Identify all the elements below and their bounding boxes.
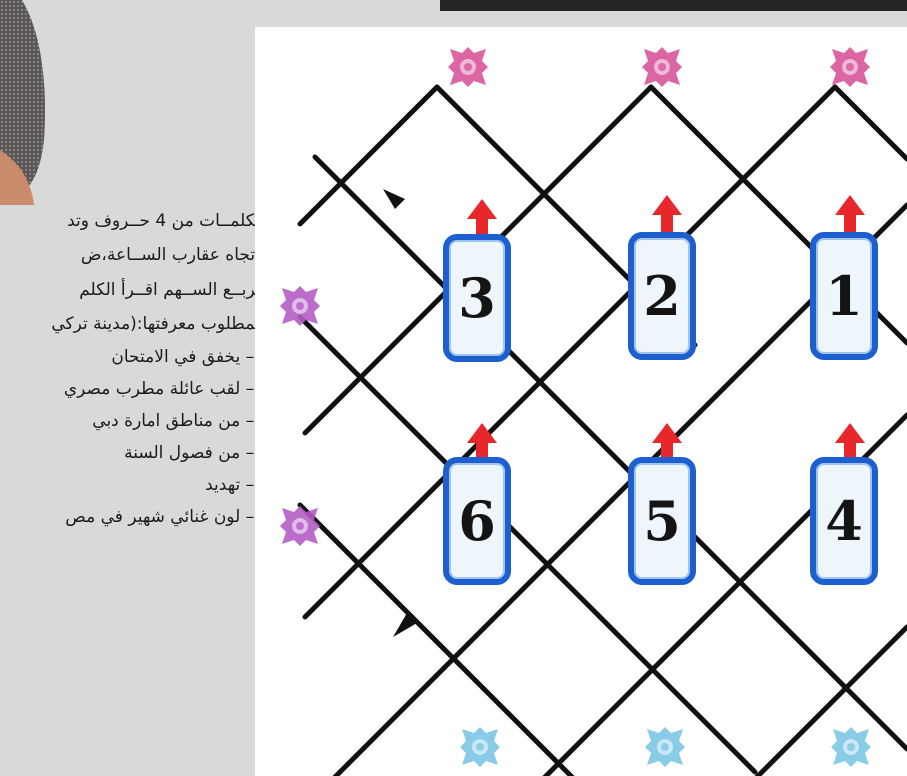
clue-item: 6– لون غنائي شهير في مص <box>65 502 265 532</box>
ornament-tile-icon <box>448 47 488 87</box>
number-box-6[interactable]: 6 <box>443 457 511 585</box>
ornament-tile-icon <box>645 727 685 767</box>
ornament-tile-icon <box>280 286 320 326</box>
puzzle-panel: 3 2 1 6 5 4 <box>255 27 907 776</box>
clue-item: 4– من فصول السنة <box>124 438 265 468</box>
ornament-tile-icon <box>831 727 871 767</box>
number-box-1[interactable]: 1 <box>810 232 878 360</box>
top-bar <box>440 0 907 11</box>
puzzle-grid <box>255 27 907 776</box>
number-box-4[interactable]: 4 <box>810 457 878 585</box>
clue-text-block: الكلمــات من 4 حــروف وتد باتجاه عقارب ا… <box>0 192 265 582</box>
ornament-tile-icon <box>460 727 500 767</box>
intro-line: باتجاه عقارب الســاعة،ض <box>81 240 265 270</box>
intro-line: المطلوب معرفتها:(مدينة تركي <box>51 309 265 339</box>
number-box-5[interactable]: 5 <box>628 457 696 585</box>
intro-line: مربــع الســهم اقــرأ الكلم <box>79 275 265 305</box>
clue-item: 2– لقب عائلة مطرب مصري <box>64 374 265 404</box>
number-box-2[interactable]: 2 <box>628 232 696 360</box>
arrow-up-icon <box>835 195 865 232</box>
clue-item: 1– يخفق في الامتحان <box>111 342 265 372</box>
lattice-lines <box>300 87 907 776</box>
ornament-tile-icon <box>830 47 870 87</box>
clue-item: 3– من مناطق امارة دبي <box>92 406 265 436</box>
arrow-up-icon <box>835 423 865 460</box>
ornament-tile-icon <box>642 47 682 87</box>
intro-line: الكلمــات من 4 حــروف وتد <box>67 206 265 236</box>
arrow-up-icon <box>652 195 682 232</box>
number-box-3[interactable]: 3 <box>443 234 511 362</box>
arrow-up-icon <box>467 199 497 236</box>
portrait-photo <box>0 0 50 205</box>
arrow-icon <box>383 189 405 209</box>
ornament-tile-icon <box>280 506 320 546</box>
